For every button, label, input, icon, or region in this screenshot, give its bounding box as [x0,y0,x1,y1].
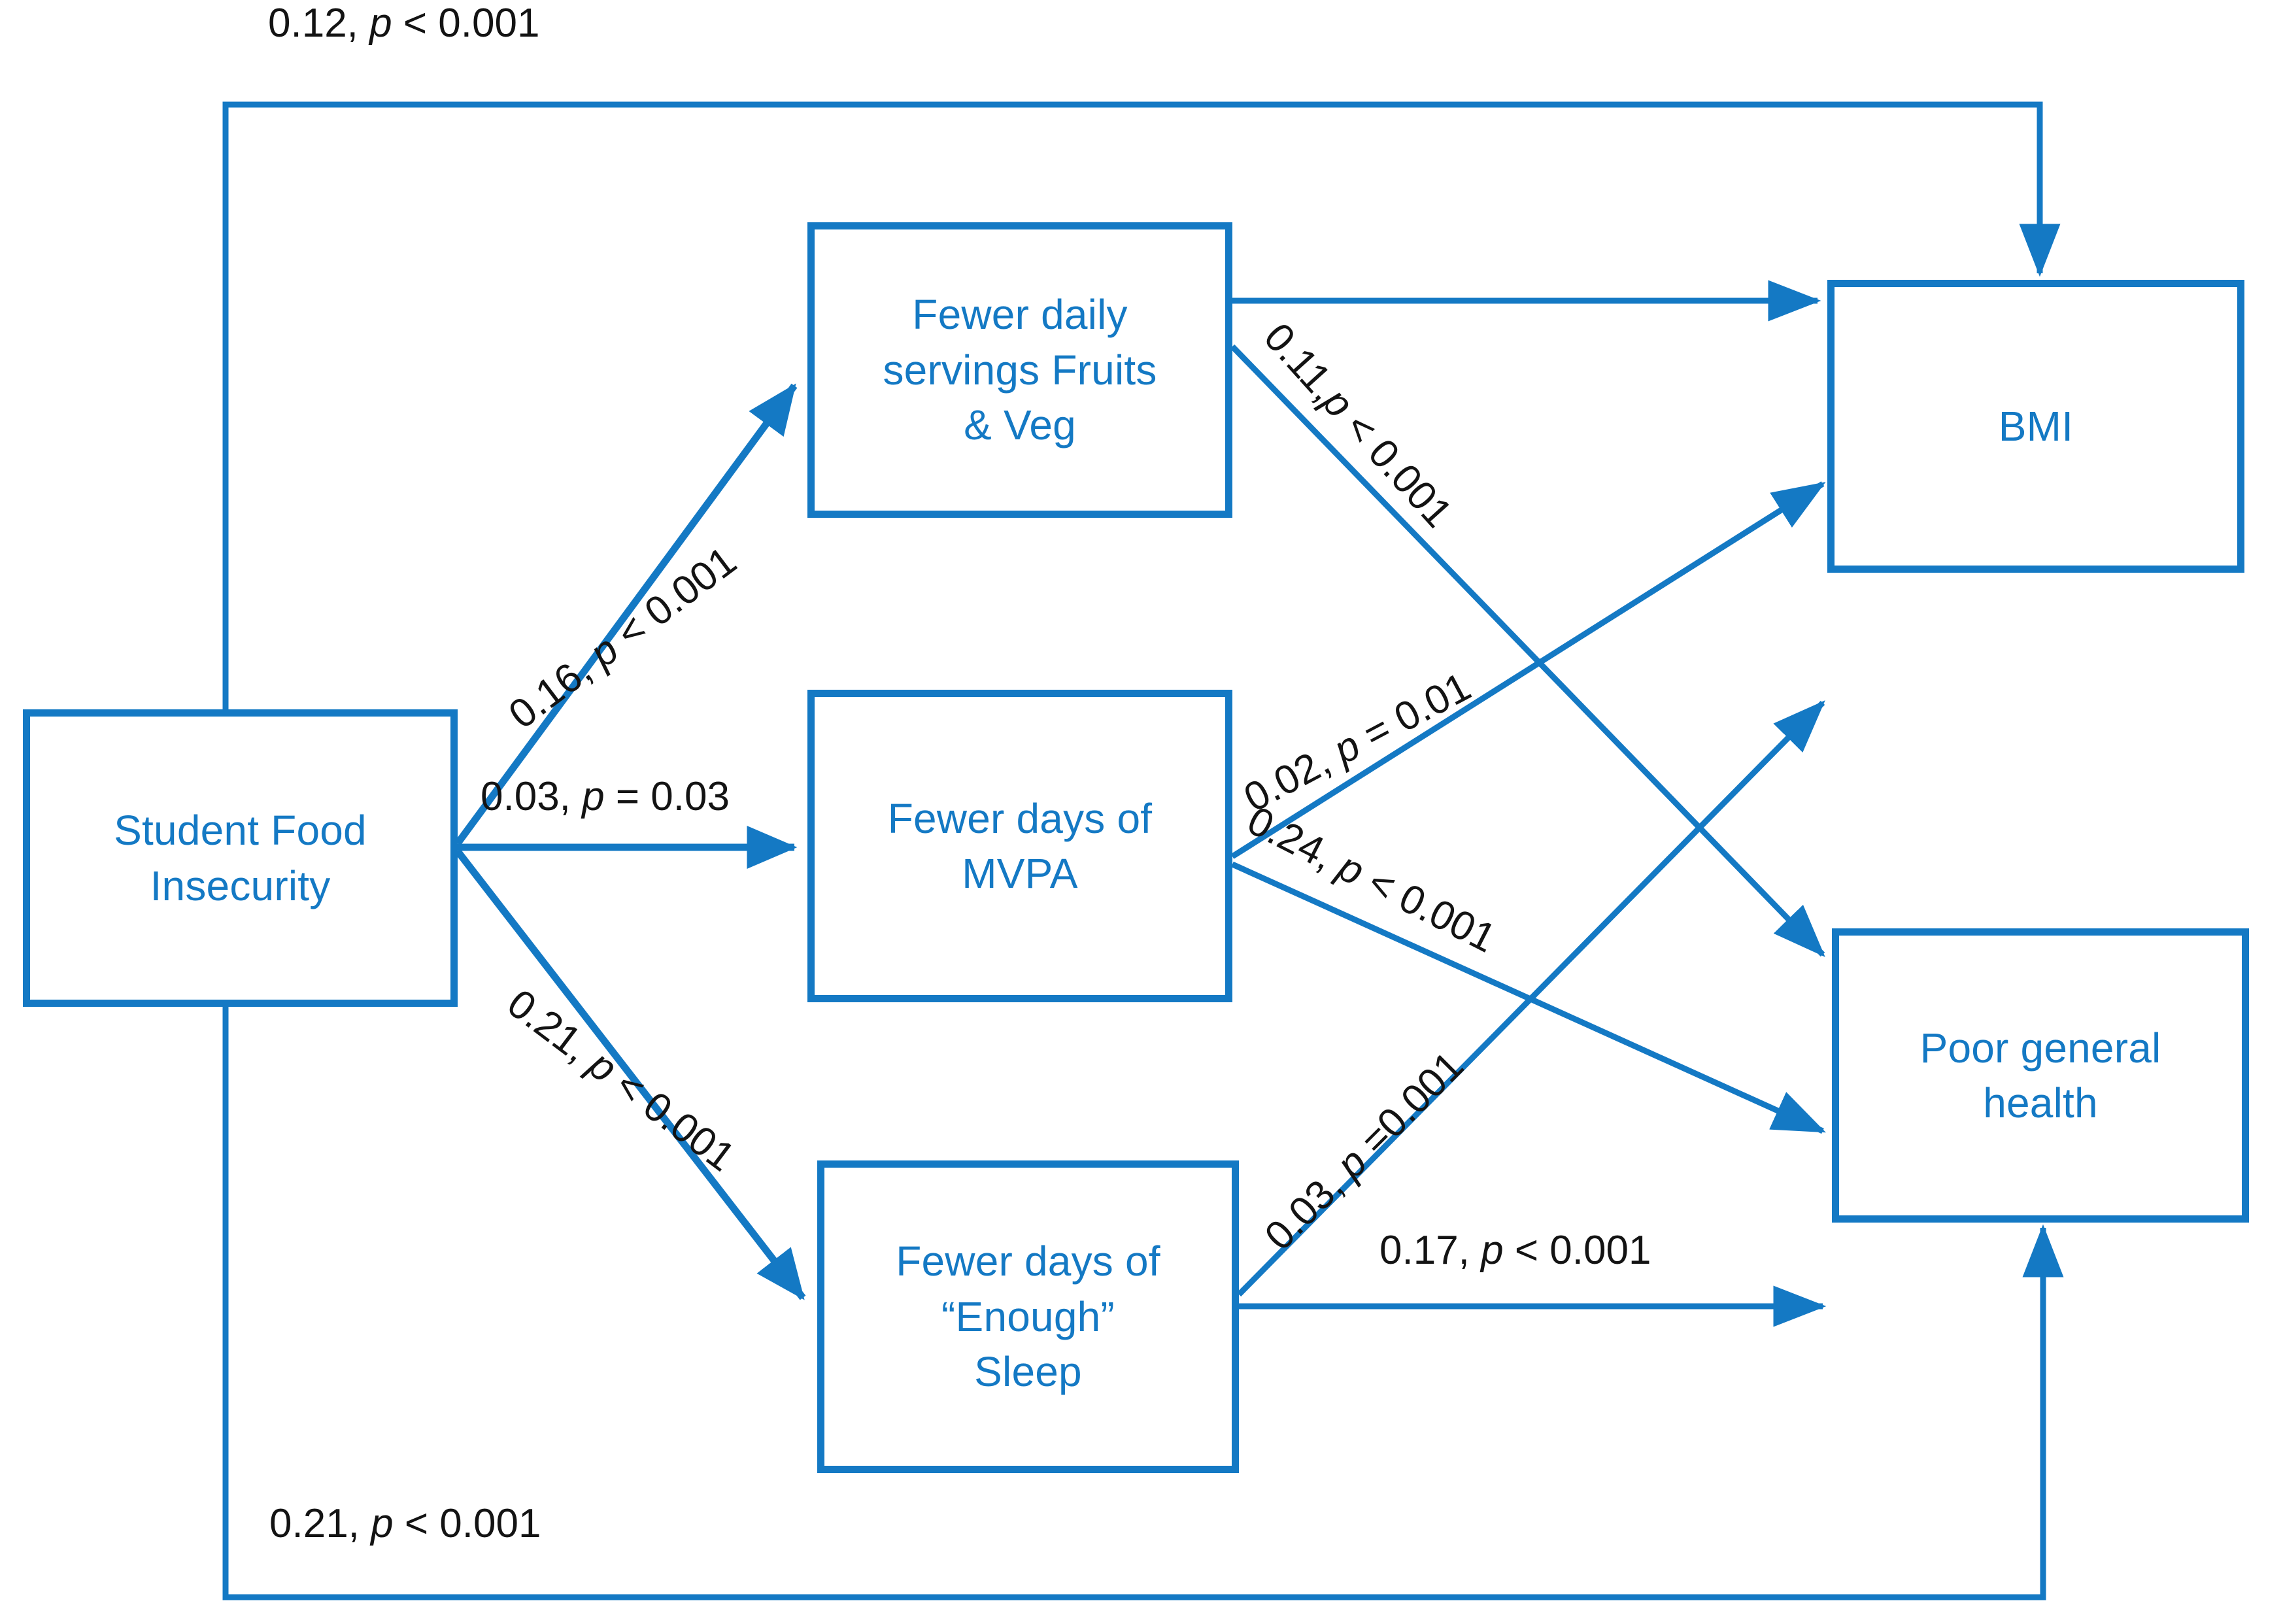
edge-label-sfi-to-mvpa-p: p [582,774,605,819]
edge-fv-to-health [1230,344,1825,957]
edge-label-sleep-to-health: 0.17, p < 0.001 [1379,1230,1651,1271]
node-bmi[interactable]: BMI [1827,280,2244,573]
node-label-enough-sleep: Fewer days of “Enough” Sleep [896,1238,1160,1396]
edge-label-sleep-to-health-pval: < 0.001 [1503,1228,1651,1273]
node-label-bmi: BMI [1998,402,2074,450]
node-label-poor-general-health: Poor general health [1919,1024,2161,1126]
node-label-mvpa: Fewer days of MVPA [887,794,1153,897]
edge-label-sfi-to-mvpa-pval: = 0.03 [604,774,730,819]
node-student-food-insecurity[interactable]: Student Food Insecurity [23,709,458,1007]
edge-sfi-to-fv [454,383,798,846]
edge-mvpa-to-bmi [1230,481,1826,859]
edge-label-sleep-to-health-coef: 0.17, [1379,1228,1481,1273]
edge-sleep-to-bmi [1236,700,1825,1297]
edge-label-sfi-to-mvpa-coef: 0.03, [481,774,583,819]
edge-label-sfi-to-health: 0.21, p < 0.001 [269,1504,541,1544]
node-mvpa[interactable]: Fewer days of MVPA [807,690,1232,1002]
edge-label-sfi-to-bmi-pval: < 0.001 [392,1,540,46]
edge-label-sfi-to-mvpa: 0.03, p = 0.03 [481,777,730,817]
edge-label-sleep-to-health-p: p [1481,1228,1504,1273]
node-fruits-veg[interactable]: Fewer daily servings Fruits & Veg [807,222,1232,518]
edge-label-sfi-to-health-pval: < 0.001 [393,1501,541,1546]
node-label-fruits-veg: Fewer daily servings Fruits & Veg [883,291,1157,449]
edge-sfi-to-bmi [222,101,2061,858]
node-enough-sleep[interactable]: Fewer days of “Enough” Sleep [817,1160,1239,1473]
node-label-student-food-insecurity: Student Food Insecurity [114,807,367,909]
edge-sfi-to-sleep [454,849,806,1300]
edge-label-sfi-to-health-coef: 0.21, [269,1501,371,1546]
edge-label-sfi-to-bmi-coef: 0.12, [268,1,370,46]
edge-sfi-to-health [222,858,2064,1600]
edge-label-sfi-to-bmi-p: p [369,1,392,46]
edge-mvpa-to-health [1231,861,1826,1134]
node-poor-general-health[interactable]: Poor general health [1832,928,2249,1223]
edge-label-sfi-to-health-p: p [371,1501,394,1546]
edge-label-sfi-to-bmi: 0.12, p < 0.001 [268,3,539,44]
